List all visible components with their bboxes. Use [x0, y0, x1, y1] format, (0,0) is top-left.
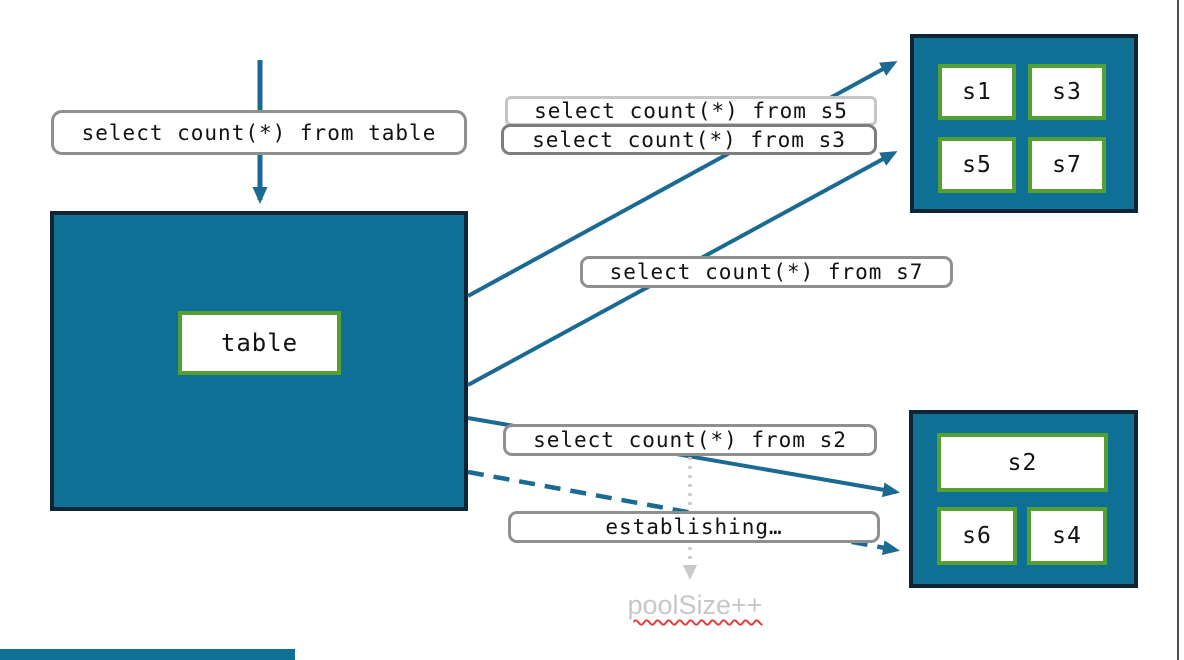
table-label: table — [178, 311, 341, 375]
query-label-s3: select count(*) from s3 — [501, 124, 877, 155]
shard-s6: s6 — [937, 507, 1017, 565]
shard-s4: s4 — [1027, 507, 1107, 565]
shard-s1: s1 — [938, 64, 1016, 120]
query-label-s7: select count(*) from s7 — [580, 256, 953, 288]
query-label-s5: select count(*) from s5 — [505, 96, 877, 126]
shard-s7: s7 — [1028, 137, 1106, 193]
bottom-teal-strip — [0, 649, 295, 660]
shard-s5: s5 — [938, 137, 1016, 193]
query-label-table: select count(*) from table — [51, 110, 467, 155]
pool-size-text: poolSize++ — [627, 590, 763, 620]
query-label-s2: select count(*) from s2 — [503, 424, 877, 456]
establishing-label: establishing… — [508, 511, 880, 543]
shard-s3: s3 — [1028, 64, 1106, 120]
shard-s2: s2 — [937, 433, 1108, 492]
slide-right-edge-line — [1177, 0, 1179, 660]
